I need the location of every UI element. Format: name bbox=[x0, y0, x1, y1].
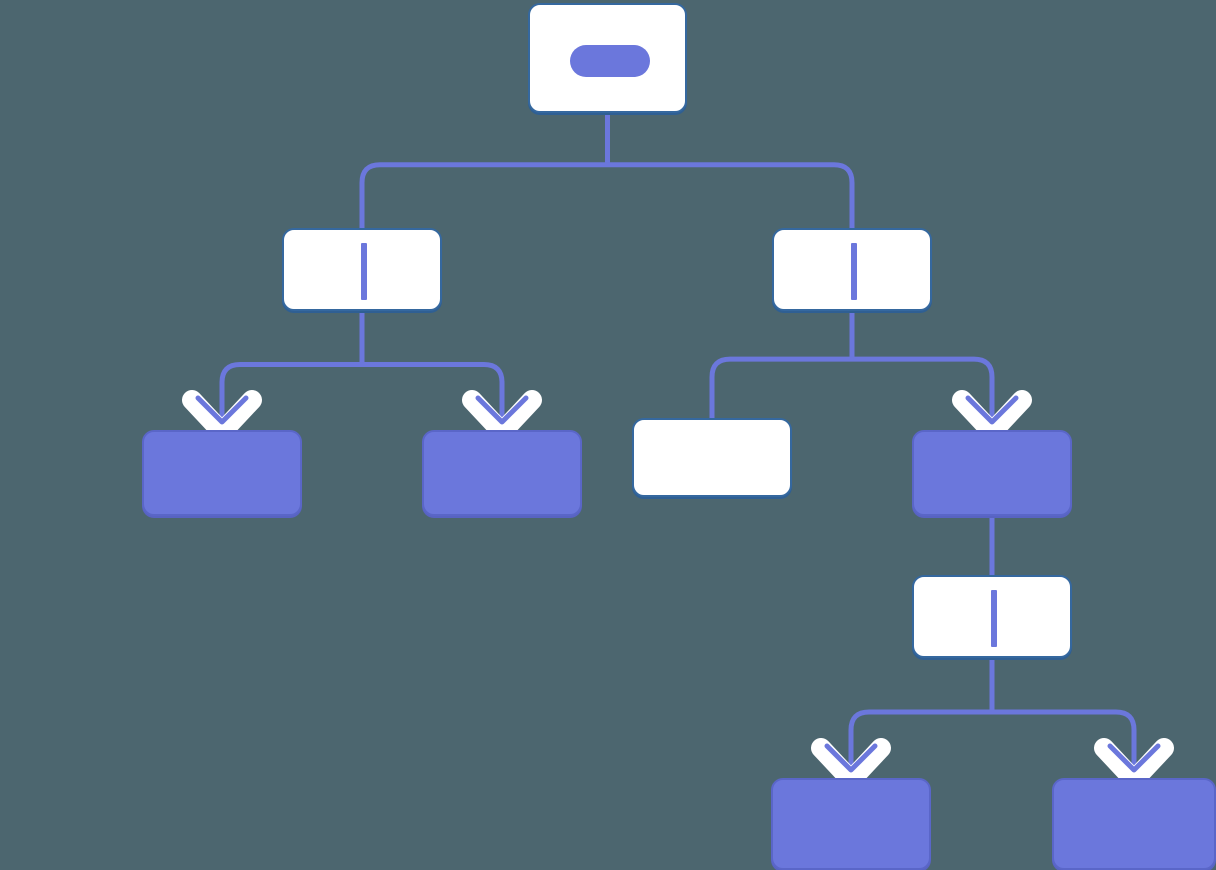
node-leaf-2[interactable] bbox=[422, 430, 582, 516]
node-branch-right[interactable] bbox=[772, 228, 932, 311]
root-pill-icon bbox=[570, 45, 650, 77]
edge-arrowhead-icon bbox=[811, 738, 891, 790]
node-leaf-3-empty[interactable] bbox=[632, 418, 792, 497]
edge-arrowhead-icon bbox=[462, 390, 542, 442]
node-leaf-1[interactable] bbox=[142, 430, 302, 516]
node-branch-sub[interactable] bbox=[912, 575, 1072, 658]
branch-right-divider-icon bbox=[851, 243, 857, 300]
branch-left-divider-icon bbox=[361, 243, 367, 300]
edge-arrowhead-icon bbox=[1094, 738, 1174, 790]
node-leaf-4[interactable] bbox=[771, 778, 931, 870]
node-root[interactable] bbox=[528, 3, 687, 113]
edge-arrowhead-icon bbox=[952, 390, 1032, 442]
edge-arrowhead-icon bbox=[182, 390, 262, 442]
branch-sub-divider-icon bbox=[991, 590, 997, 647]
node-subtree-root[interactable] bbox=[912, 430, 1072, 516]
node-leaf-5[interactable] bbox=[1052, 778, 1216, 870]
node-branch-left[interactable] bbox=[282, 228, 442, 311]
